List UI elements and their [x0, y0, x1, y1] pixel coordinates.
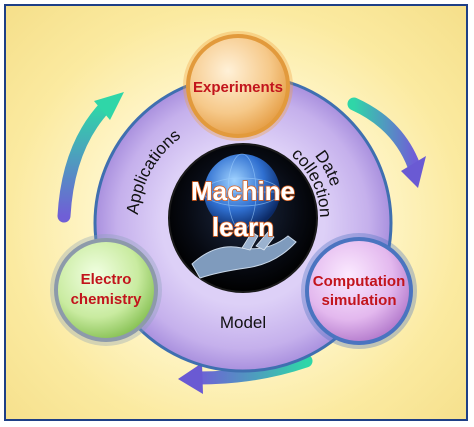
globe-grid — [203, 153, 281, 231]
electro-label-line2: chemistry — [71, 291, 143, 308]
cycle-arrow-left — [57, 92, 124, 223]
robot-hand-icon — [191, 235, 297, 279]
computation-label-line2: simulation — [321, 292, 396, 309]
center-title-line1: Machine — [191, 176, 295, 206]
ring-label-model: Model — [220, 313, 266, 332]
node-computation-simulation: Computation simulation — [301, 233, 417, 349]
diagram-frame: Machine learn Applications Date collecti… — [4, 4, 468, 421]
center-core: Machine learn — [168, 143, 318, 293]
node-experiments: Experiments — [183, 31, 293, 141]
ml-cycle-diagram: Machine learn Applications Date collecti… — [50, 31, 426, 394]
cycle-arrow-bottom — [178, 354, 313, 394]
node-electro-chemistry: Electro chemistry — [50, 234, 162, 346]
computation-label-line1: Computation — [313, 273, 405, 290]
electro-label-line1: Electro — [81, 271, 132, 288]
center-title-line2: learn — [212, 212, 274, 242]
experiments-label: Experiments — [193, 79, 283, 96]
cycle-arrow-top-right — [347, 97, 426, 188]
